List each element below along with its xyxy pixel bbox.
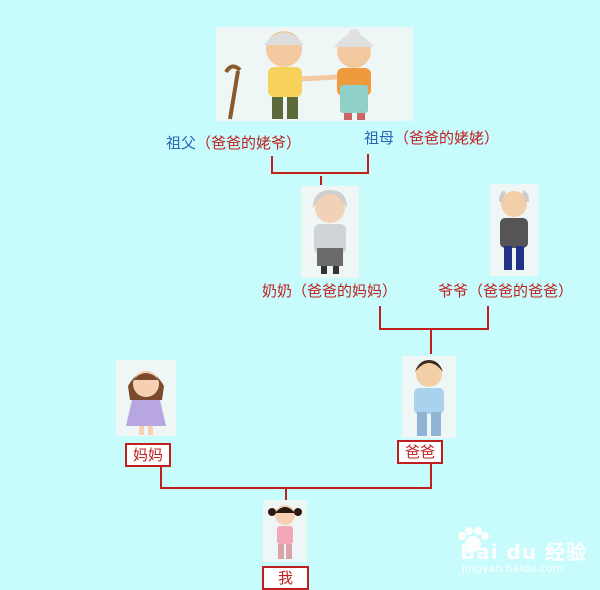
connector-p-horizontal: [160, 487, 432, 489]
me-image: [263, 500, 307, 562]
connector-gg-to-grandmother: [320, 176, 322, 185]
father-label: 爸爸: [397, 440, 444, 464]
connector-gg-left-drop: [271, 156, 273, 174]
paw-icon: [458, 527, 489, 552]
great-grandmother-label: 祖母（爸爸的姥姥）: [364, 129, 499, 147]
connector-p-to-me: [285, 489, 287, 501]
connector-gp-horizontal: [379, 328, 489, 330]
great-grandfather-relation: （爸爸的姥爷）: [196, 134, 302, 152]
great-grandmother-relation: （爸爸的姥姥）: [394, 129, 500, 147]
great-grandparents-image: [216, 27, 413, 121]
great-grandfather-label: 祖父（爸爸的姥爷）: [166, 134, 301, 152]
connector-gg-horizontal: [271, 172, 369, 174]
grandfather-image: [490, 184, 538, 276]
connector-gp-right-drop: [487, 306, 489, 330]
grandmother-label: 奶奶（爸爸的妈妈）: [262, 282, 398, 300]
watermark-logo: [453, 526, 493, 558]
connector-gp-to-father: [430, 330, 432, 354]
mother-image: [116, 360, 176, 436]
great-grandmother-name: 祖母: [364, 129, 395, 147]
watermark-brand: Bai du 经验: [460, 540, 588, 564]
great-grandfather-name: 祖父: [166, 134, 197, 152]
grandfather-label: 爷爷（爸爸的爸爸）: [438, 282, 574, 300]
father-image: [402, 356, 456, 438]
grandmother-image: [301, 186, 359, 278]
connector-gp-left-drop: [379, 306, 381, 330]
connector-p-left-drop: [160, 467, 162, 489]
connector-gg-right-drop: [367, 154, 369, 174]
me-label: 我: [262, 566, 310, 590]
connector-p-right-drop: [430, 464, 432, 489]
watermark-url: jingyan.baidu.com: [462, 562, 564, 575]
mother-label: 妈妈: [125, 443, 172, 467]
